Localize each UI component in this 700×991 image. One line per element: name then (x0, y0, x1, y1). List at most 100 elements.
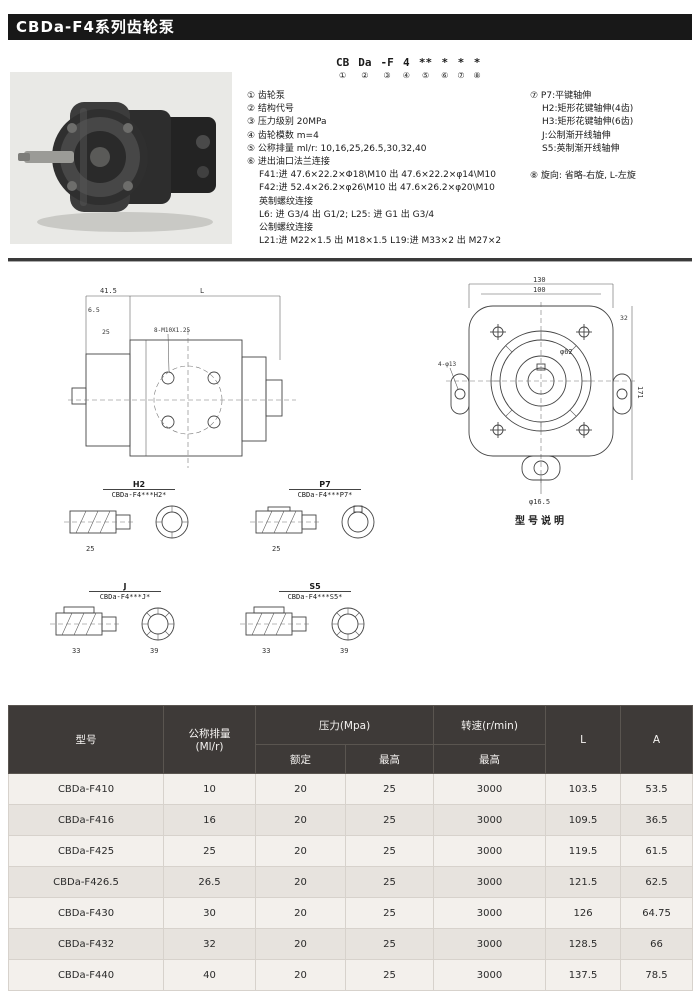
dim-label: 171 (636, 386, 644, 399)
model-code-part: * ⑧ (474, 56, 481, 80)
dim-label: 33 (72, 647, 80, 655)
code-index: ⑥ (441, 71, 449, 80)
code-text: CB (336, 56, 350, 69)
dim-label: 4-φ13 (438, 361, 456, 368)
cell-l: 137.5 (545, 959, 622, 991)
front-view-drawing: 130 100 (436, 274, 646, 510)
spec-list-left: ① 齿轮泵 ② 结构代号 ③ 压力级别 20MPa ④ 齿轮模数 m=4 ⑤ 公… (247, 90, 535, 248)
dim-label: φ16.5 (529, 498, 550, 506)
col-header-displacement-line2: (Ml/r) (195, 741, 224, 753)
spec-line: ② 结构代号 (247, 104, 294, 115)
cell-a: 66 (620, 928, 694, 960)
cell-max: 25 (344, 866, 435, 898)
dim-label: 41.5 (100, 287, 117, 295)
detail-title: J (89, 582, 161, 592)
dim-label: φ62 (560, 348, 573, 356)
table-subheader-row: 额定 最高 最高 (9, 744, 693, 774)
cell-l: 128.5 (545, 928, 622, 960)
model-code-part: Da ② (358, 56, 371, 80)
spec-line: ③ 压力级别 20MPa (247, 117, 327, 128)
cell-max: 25 (344, 897, 435, 929)
code-text: * (473, 56, 481, 69)
spec-list-right: ⑦ P7:平键轴伸 H2:矩形花键轴伸(4齿) H3:矩形花键轴伸(6齿) J:… (530, 90, 698, 183)
col-header-displacement: 公称排量 (Ml/r) (163, 705, 256, 774)
drawings-section: 41.5 L 6.5 25 8-M10X1.25 130 100 (0, 268, 700, 700)
cell-a: 62.5 (620, 866, 694, 898)
spec-line: ⑦ P7:平键轴伸 (530, 91, 592, 101)
product-photo (10, 72, 232, 244)
table-header-row: 型号 公称排量 (Ml/r) 压力(Mpa) 转速(r/min) L A (8, 705, 694, 774)
model-code-part: 4 ④ (403, 56, 410, 80)
model-code-part: * ⑦ (457, 56, 464, 80)
cell-speed: 3000 (433, 773, 547, 805)
cell-l: 121.5 (545, 866, 622, 898)
cell-l: 109.5 (545, 804, 622, 836)
detail-title: P7 (289, 480, 361, 490)
code-index: ③ (383, 71, 391, 80)
spec-line: 英制螺纹连接 (259, 196, 314, 207)
col-header-pressure: 压力(Mpa) (254, 705, 435, 745)
cell-speed: 3000 (433, 835, 547, 867)
spec-line: ⑥ 进出油口法兰连接 (247, 157, 330, 168)
cell-rated: 20 (255, 866, 346, 898)
cell-rated: 20 (255, 773, 346, 805)
cell-a: 36.5 (620, 804, 694, 836)
dim-label: 39 (340, 647, 348, 655)
model-code-part: -F ③ (381, 56, 394, 80)
cell-model: CBDa-F416 (8, 804, 164, 836)
detail-code: CBDa-F4***J* (99, 593, 151, 601)
code-index: ⑦ (457, 71, 465, 80)
cell-disp: 30 (163, 897, 256, 929)
cell-rated: 20 (255, 835, 346, 867)
side-view-drawing: 41.5 L 6.5 25 8-M10X1.25 (68, 282, 298, 480)
cell-a: 53.5 (620, 773, 694, 805)
code-text: -F (380, 56, 394, 69)
cell-model: CBDa-F425 (8, 835, 164, 867)
code-index: ① (339, 71, 347, 80)
cell-speed: 3000 (433, 928, 547, 960)
code-index: ⑤ (421, 71, 430, 80)
cell-speed: 3000 (433, 804, 547, 836)
detail-title: S5 (279, 582, 351, 592)
code-index: ⑧ (473, 71, 481, 80)
col-header-displacement-line1: 公称排量 (188, 728, 231, 740)
dim-label: 100 (533, 286, 546, 294)
code-text: * (457, 56, 465, 69)
cell-a: 64.75 (620, 897, 694, 929)
cell-disp: 10 (163, 773, 256, 805)
cell-l: 126 (545, 897, 622, 929)
cell-l: 119.5 (545, 835, 622, 867)
shaft-detail-p7: P7 CBDa-F4***P7* 25 (250, 480, 400, 557)
cell-model: CBDa-F440 (8, 959, 164, 991)
cell-disp: 25 (163, 835, 256, 867)
code-text: ** (418, 56, 433, 69)
col-header-l: L (545, 705, 622, 774)
code-text: Da (358, 56, 372, 69)
spec-line: S5:英制渐开线轴伸 (542, 143, 620, 154)
cell-disp: 16 (163, 804, 256, 836)
col-header-a: A (620, 705, 694, 774)
detail-code: CBDa-F4***P7* (297, 491, 353, 499)
spec-line: J:公制渐开线轴伸 (542, 130, 611, 141)
cell-l: 103.5 (545, 773, 622, 805)
cell-max: 25 (344, 959, 435, 991)
cell-disp: 32 (163, 928, 256, 960)
cell-max: 25 (344, 928, 435, 960)
spec-line: H2:矩形花键轴伸(4齿) (542, 104, 634, 115)
cell-model: CBDa-F432 (8, 928, 164, 960)
col-header-speed-max: 最高 (433, 744, 547, 774)
spec-line: ④ 齿轮模数 m=4 (247, 130, 319, 141)
cell-model: CBDa-F426.5 (8, 866, 164, 898)
cell-speed: 3000 (433, 897, 547, 929)
code-text: 4 (403, 56, 410, 69)
dim-label: 25 (86, 545, 94, 553)
spec-line: 公制螺纹连接 (259, 223, 314, 234)
col-header-rated: 额定 (255, 744, 346, 774)
cell-rated: 20 (255, 959, 346, 991)
dim-label: 6.5 (88, 306, 100, 314)
dim-label: 33 (262, 647, 270, 655)
